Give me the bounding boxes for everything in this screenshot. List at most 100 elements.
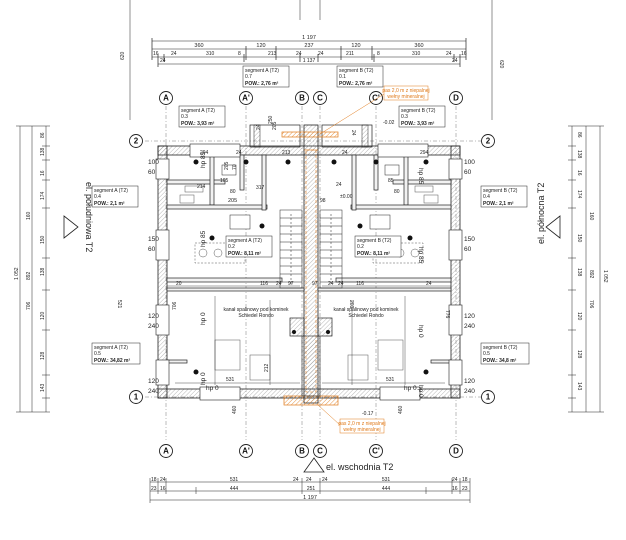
svg-text:24: 24 [276,281,282,287]
dim-top3-c: 24 [452,58,458,64]
grid-bubble-d-top: D [449,91,463,105]
dim-top2-f: 24 [296,51,302,57]
segment-label-b05: segment B (T2) 0.5 POW.: 34,8 m² [480,342,530,365]
svg-text:85: 85 [388,178,394,184]
svg-text:hp 0: hp 0 [404,385,417,392]
dim-top2-c: 310 [206,51,215,57]
svg-text:203: 203 [348,300,354,309]
svg-text:86: 86 [576,132,582,138]
svg-text:174: 174 [576,190,582,199]
segment-label-a03: segment A (T2) 0.3 POW.: 3,93 m² [178,105,226,128]
svg-text:segment B (T2): segment B (T2) [339,68,374,74]
svg-text:0.7: 0.7 [245,74,252,80]
grid-bubbles-bottom: A A' B C C' D [159,444,463,458]
svg-text:60: 60 [148,246,156,253]
dim-620-right: 620 [498,60,504,69]
svg-text:240: 240 [148,388,159,395]
svg-text:2: 2 [134,137,139,146]
svg-text:1: 1 [486,393,491,402]
svg-text:24: 24 [293,477,299,483]
elevation-south-label: el. południowa T2 [84,182,94,252]
svg-text:pas 2,0 m z niepalnej: pas 2,0 m z niepalnej [382,88,429,94]
dim-top-2: 120 [256,43,265,49]
segment-label-a05: segment A (T2) 0.5 POW.: 34,82 m² [91,342,141,365]
svg-text:531: 531 [386,377,395,383]
svg-text:776: 776 [444,310,450,319]
grid-bubble-2-right: 2 [481,134,495,148]
svg-text:143: 143 [40,383,46,392]
svg-text:317: 317 [256,185,265,191]
svg-text:Schiedel Rondo: Schiedel Rondo [238,313,274,319]
svg-text:23: 23 [462,486,468,492]
svg-text:B: B [299,94,305,103]
svg-text:segment A (T2): segment A (T2) [94,188,128,194]
svg-text:0.5: 0.5 [483,351,490,357]
svg-text:120: 120 [464,378,475,385]
grid-bubble-c-top: C [313,91,327,105]
svg-text:hp 0: hp 0 [200,312,207,325]
svg-text:212: 212 [264,363,270,372]
svg-text:-0.02: -0.02 [383,120,395,126]
interior-dim-texts: 294 24 213 24 294 24 205 24 205 70 317 8… [148,115,475,417]
svg-text:0.1: 0.1 [339,74,346,80]
svg-text:segment A (T2): segment A (T2) [245,68,279,74]
svg-text:150: 150 [148,236,159,243]
svg-text:kanał spalinowy pod kominek: kanał spalinowy pod kominek [223,307,289,313]
svg-text:100: 100 [464,159,475,166]
dim-top-total: 1 197 [302,35,316,41]
svg-text:POW.: 2,76 m²: POW.: 2,76 m² [245,81,279,87]
svg-text:1 052: 1 052 [602,270,608,283]
grid-bubble-c2-top: C' [369,91,383,105]
dim-top2-i: 8 [377,51,380,57]
svg-text:24: 24 [350,130,356,136]
svg-text:70: 70 [232,164,238,170]
dim-top2-a: 16 [153,51,159,57]
svg-text:174: 174 [40,191,46,200]
svg-text:POW.: 2,1 m²: POW.: 2,1 m² [94,201,125,207]
svg-text:D: D [453,94,459,103]
svg-text:240: 240 [464,323,475,330]
segment-label-b04: segment B (T2) 0.4 POW.: 2,1 m² [480,185,528,208]
dim-top3-a: 24 [160,58,166,64]
bottom-dimension-lines [149,478,471,503]
svg-text:0.3: 0.3 [401,114,408,120]
svg-text:892: 892 [26,271,32,280]
segment-label-b01: segment B (T2) 0.1 POW.: 2,76 m² [336,65,384,88]
grid-bubble-c-bottom: C [313,444,327,458]
dim-top-1: 360 [194,43,203,49]
svg-text:24: 24 [342,150,348,156]
svg-text:100: 100 [148,159,159,166]
svg-text:C': C' [372,94,380,103]
svg-text:A: A [163,447,169,456]
svg-text:138: 138 [576,150,582,159]
bottom-dim-texts: 18 24 531 24 24 24 531 24 18 23 16 444 2… [151,477,468,501]
svg-text:18: 18 [462,477,468,483]
segment-label-b02: segment B (T2) 0.2 POW.: 8,11 m² [354,235,402,258]
svg-text:segment B (T2): segment B (T2) [401,108,436,114]
svg-text:86: 86 [40,132,46,138]
svg-text:294: 294 [420,150,429,156]
svg-text:531: 531 [230,477,239,483]
elevation-marker-north: el. północna T2 [536,183,561,244]
svg-text:wełny mineralnej: wełny mineralnej [387,94,424,100]
elevation-south-arrow-icon [63,215,79,239]
svg-text:60: 60 [148,169,156,176]
grid-bubble-c2-bottom: C' [369,444,383,458]
svg-text:segment A (T2): segment A (T2) [181,108,215,114]
dim-top2-j: 310 [412,51,421,57]
svg-text:531: 531 [382,477,391,483]
interior-dimension-lines [167,285,451,385]
svg-text:240: 240 [464,388,475,395]
svg-text:138: 138 [576,268,582,277]
svg-text:120: 120 [148,378,159,385]
svg-text:521: 521 [116,300,122,309]
svg-text:POW.: 34,8 m²: POW.: 34,8 m² [483,358,517,364]
dim-top-3: 237 [304,43,313,49]
svg-text:0.4: 0.4 [483,194,490,200]
svg-text:kanał spalinowy pod kominek: kanał spalinowy pod kominek [333,307,399,313]
svg-text:294: 294 [200,150,209,156]
dim-top2-k: 24 [446,51,452,57]
svg-text:150: 150 [40,235,46,244]
svg-text:205: 205 [228,198,237,204]
svg-text:444: 444 [230,486,239,492]
